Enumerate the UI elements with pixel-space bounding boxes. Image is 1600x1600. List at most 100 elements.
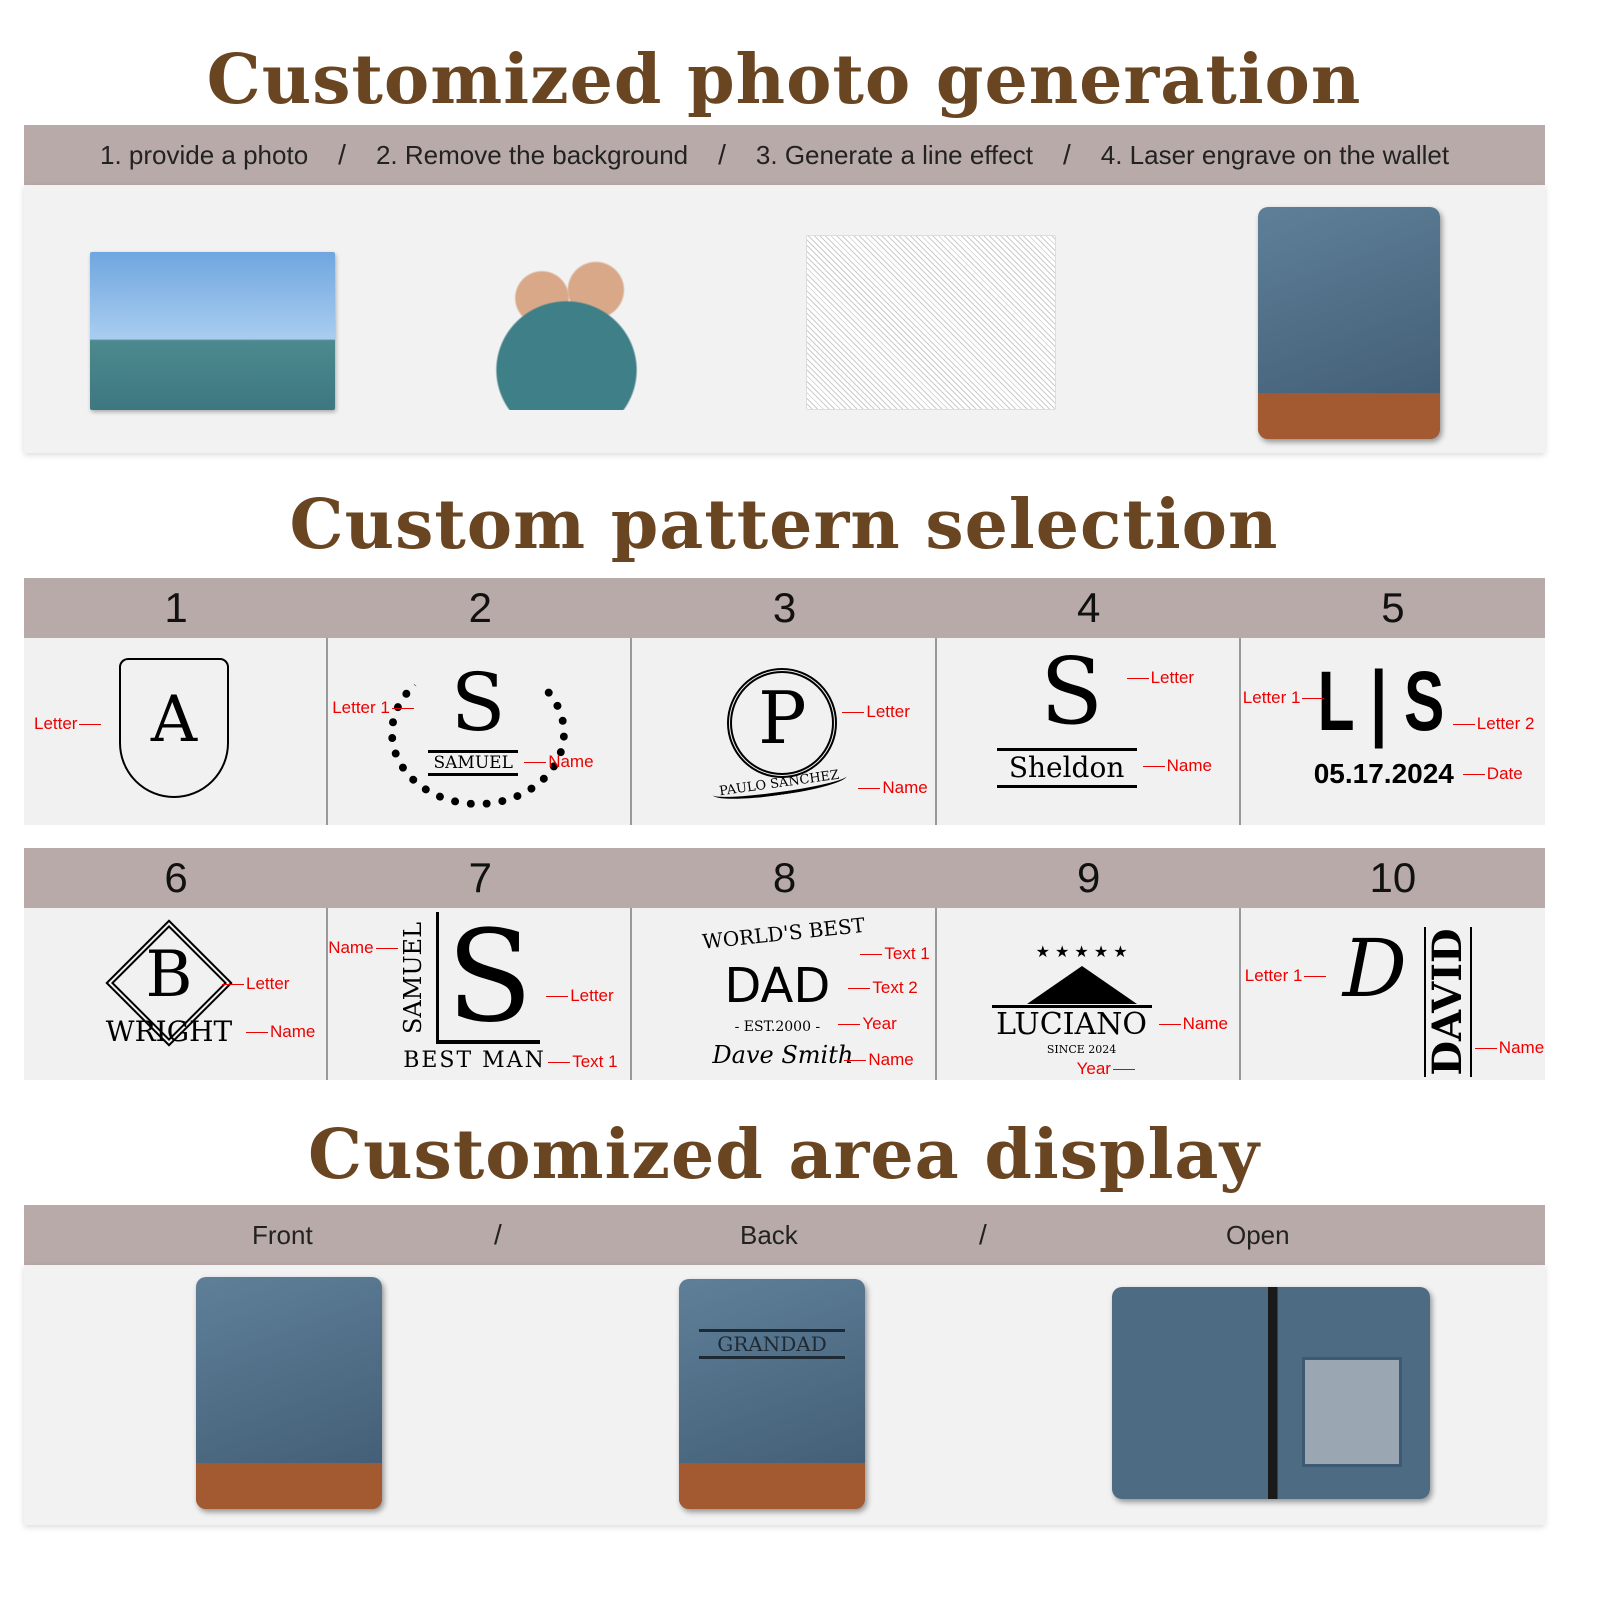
annotation-label: Year (1077, 1059, 1135, 1079)
pattern-row-2-header: 6 7 8 9 10 (24, 848, 1545, 908)
pattern-letter: S (436, 912, 541, 1044)
annotation-label: Letter 1 (1243, 688, 1325, 708)
photo-section-title: Customized photo generation (206, 40, 1362, 120)
pattern-4[interactable]: S Sheldon Letter Name (937, 638, 1241, 825)
pattern-letter: B (145, 938, 193, 1012)
step-4: 4. Laser engrave on the wallet (1100, 139, 1450, 170)
pattern-year: SINCE 2024 (1046, 1043, 1117, 1056)
step-2: 2. Remove the background (375, 139, 689, 170)
separator: / (1062, 139, 1071, 170)
pattern-5[interactable]: L | S 05.17.2024 Letter 1 Letter 2 Date (1241, 638, 1545, 825)
pattern-3[interactable]: P PAULO SANCHEZ Letter Name (632, 638, 937, 825)
pattern-number: 1 (164, 584, 188, 631)
annotation-label: Name (328, 938, 397, 958)
annotation-label: Text 1 (548, 1052, 617, 1072)
pattern-1[interactable]: A Letter (24, 638, 329, 825)
pattern-name: DAVID (1423, 927, 1472, 1077)
pattern-text-2: DAD (724, 958, 831, 1014)
pattern-6[interactable]: B WRIGHT Letter Name (24, 908, 329, 1080)
id-window (1302, 1357, 1402, 1467)
pattern-letters: L | S (1317, 654, 1445, 748)
separator: / (338, 139, 346, 170)
pattern-name: Sheldon (996, 748, 1137, 788)
pattern-letter: S (450, 656, 506, 749)
background-removed-photo (444, 250, 689, 410)
pattern-number: 8 (772, 854, 797, 901)
pattern-name: LUCIANO (991, 1005, 1152, 1042)
photo-steps-panel (24, 185, 1545, 453)
view-open: Open (1226, 1219, 1290, 1250)
crest-frame (119, 658, 229, 798)
pattern-number: 3 (772, 584, 797, 631)
annotation-label: Letter (34, 714, 101, 734)
annotation-label: Name (246, 1022, 315, 1042)
separator: / (494, 1219, 502, 1250)
back-wallet-image: GRANDAD (679, 1279, 865, 1509)
stars-icon: ★ ★ ★ ★ ★ (1035, 942, 1128, 961)
front-wallet-image (196, 1277, 382, 1509)
open-wallet-image (1112, 1287, 1430, 1499)
annotation-label: Letter 1 (1245, 966, 1327, 986)
pattern-name: SAMUEL (428, 750, 519, 776)
pattern-10[interactable]: D DAVID Letter 1 Name (1241, 908, 1545, 1080)
pattern-row-1: A Letter S SAMUEL Name Letter 1 P PAULO … (24, 638, 1545, 825)
pattern-number: 7 (468, 854, 492, 901)
line-effect-photo (806, 235, 1056, 410)
annotation-label: Year (838, 1014, 896, 1034)
pattern-text-1: WORLD'S BEST (701, 912, 867, 954)
pattern-name: SAMUEL (399, 921, 428, 1035)
step-1: 1. provide a photo (100, 139, 309, 170)
annotation-label: Letter (1127, 668, 1194, 688)
pattern-number: 6 (164, 854, 188, 901)
photo-steps-band: 1. provide a photo / 2. Remove the backg… (24, 125, 1545, 185)
separator: / (979, 1219, 987, 1250)
annotation-label: Name (524, 752, 593, 772)
pattern-name: Dave Smith (712, 1041, 854, 1069)
circle-frame (727, 668, 838, 778)
pattern-2[interactable]: S SAMUEL Name Letter 1 (328, 638, 633, 825)
pattern-8[interactable]: WORLD'S BEST DAD - EST.2000 - Dave Smith… (632, 908, 937, 1080)
area-views-band: Front / Back / Open (24, 1205, 1545, 1265)
pattern-text: BEST MAN (403, 1048, 546, 1073)
area-display-panel: GRANDAD (24, 1265, 1545, 1525)
pattern-letter: A (150, 683, 198, 757)
annotation-label: Text 1 (860, 944, 929, 964)
annotation-label: Letter 1 (332, 698, 414, 718)
pattern-number: 9 (1077, 854, 1101, 901)
view-front: Front (252, 1219, 313, 1250)
separator: / (718, 139, 726, 170)
annotation-label: Name (1475, 1038, 1544, 1058)
engraved-wallet-image (1258, 207, 1440, 439)
pattern-section-title: Custom pattern selection (289, 485, 1279, 565)
annotation-label: Letter (546, 986, 613, 1006)
pattern-date: 05.17.2024 (1313, 758, 1454, 789)
engraved-name: GRANDAD (699, 1329, 845, 1359)
pattern-number: 5 (1381, 584, 1405, 631)
pattern-name: WRIGHT (105, 1015, 233, 1048)
pattern-7[interactable]: SAMUEL S BEST MAN Name Letter Text 1 (328, 908, 633, 1080)
annotation-label: Name (1143, 756, 1212, 776)
annotation-label: Letter (842, 702, 909, 722)
area-section-title: Customized area display (308, 1115, 1260, 1195)
pattern-9[interactable]: ★ ★ ★ ★ ★ LUCIANO SINCE 2024 Name Year (937, 908, 1241, 1080)
annotation-label: Text 2 (848, 978, 917, 998)
mountain-icon (1026, 966, 1137, 1004)
step-3: 3. Generate a line effect (755, 139, 1033, 170)
annotation-label: Name (858, 778, 927, 798)
pattern-letter: D (1342, 922, 1407, 1015)
pattern-number: 10 (1369, 854, 1417, 901)
pattern-letter: P (758, 676, 807, 760)
annotation-label: Date (1463, 764, 1523, 784)
annotation-label: Letter 2 (1453, 714, 1535, 734)
pattern-number: 4 (1077, 584, 1101, 631)
original-family-photo (90, 252, 335, 410)
laurel-wreath (388, 658, 569, 808)
pattern-letter: S (1040, 638, 1104, 745)
pattern-row-1-header: 1 2 3 4 5 (24, 578, 1545, 638)
pattern-number: 2 (468, 584, 492, 631)
pattern-row-2: B WRIGHT Letter Name SAMUEL S BEST MAN N… (24, 908, 1545, 1080)
annotation-label: Letter (222, 974, 289, 994)
view-back: Back (740, 1219, 798, 1250)
annotation-label: Name (844, 1050, 913, 1070)
annotation-label: Name (1159, 1014, 1228, 1034)
